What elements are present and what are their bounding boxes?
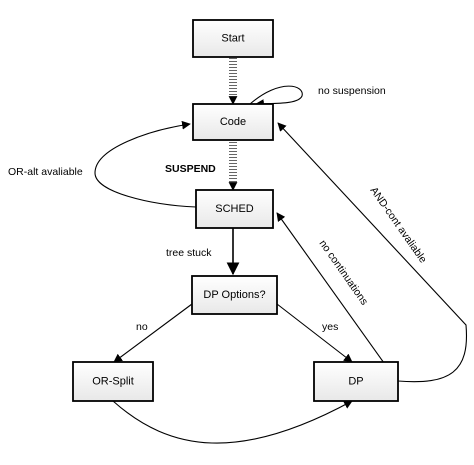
- node-dp: DP: [313, 361, 399, 402]
- label-no-suspension: no suspension: [318, 85, 386, 97]
- node-dp-options: DP Options?: [191, 275, 278, 315]
- label-suspend: SUSPEND: [165, 163, 216, 175]
- label-no-continuations: no continuations: [317, 238, 371, 308]
- label-or-alt-available: OR-alt avaliable: [8, 166, 83, 178]
- node-sched: SCHED: [195, 189, 274, 229]
- edge-no-continuations: [276, 212, 385, 364]
- label-and-cont-available: AND-cont avaliable: [368, 185, 429, 266]
- edge-no-suspension: [249, 85, 303, 108]
- edge-yes: [276, 303, 353, 363]
- label-yes: yes: [322, 321, 338, 333]
- node-or-split: OR-Split: [72, 361, 154, 402]
- edge-code-to-sched: [228, 140, 238, 191]
- node-sched-label: SCHED: [215, 203, 254, 215]
- node-code-label: Code: [220, 116, 246, 128]
- edge-start-to-code: [228, 57, 238, 105]
- node-dp-options-label: DP Options?: [203, 289, 265, 301]
- node-code: Code: [192, 103, 274, 141]
- node-or-split-label: OR-Split: [92, 375, 134, 387]
- edge-no: [113, 303, 193, 363]
- node-dp-label: DP: [348, 375, 363, 387]
- node-start: Start: [192, 19, 274, 58]
- edge-or-split-to-dp: [112, 400, 353, 444]
- edge-and-cont-available: [277, 122, 468, 383]
- label-no: no: [136, 321, 148, 333]
- edge-or-alt-available: [94, 120, 197, 208]
- label-tree-stuck: tree stuck: [166, 247, 212, 259]
- node-start-label: Start: [221, 32, 244, 44]
